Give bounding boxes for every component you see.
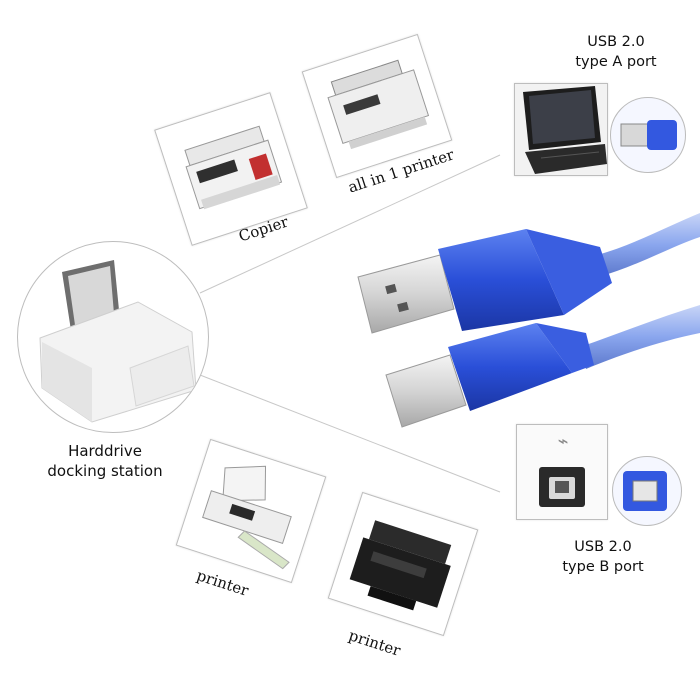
printer-laser-card xyxy=(327,491,479,637)
type-a-port-card xyxy=(514,83,608,176)
type-a-port-label: USB 2.0 type A port xyxy=(575,34,657,70)
all-in-one-card xyxy=(301,33,453,179)
type-b-port-closeup xyxy=(612,456,682,526)
inkjet-printer-icon xyxy=(202,465,292,570)
copier-icon xyxy=(184,125,283,210)
harddrive-dock-icon xyxy=(39,260,197,423)
dock-label: Harddrive docking station xyxy=(47,442,163,480)
laptop-icon xyxy=(523,86,607,174)
usb-b-port-icon: ⌁ xyxy=(539,431,585,507)
svg-text:⌁: ⌁ xyxy=(558,431,569,452)
type-b-port-card: ⌁ xyxy=(516,424,608,520)
type-b-port-label: USB 2.0 type B port xyxy=(562,539,644,575)
dock-circle xyxy=(17,241,209,433)
copier-card xyxy=(154,92,308,246)
type-a-port-closeup xyxy=(610,97,686,173)
laser-printer-icon xyxy=(349,520,452,611)
printer-inkjet-card xyxy=(175,438,327,584)
usb-cable-image xyxy=(357,213,700,428)
all-in-one-printer-icon xyxy=(327,59,430,150)
usb-a-plug-icon xyxy=(620,120,677,150)
usb-b-plug-icon xyxy=(623,471,667,511)
